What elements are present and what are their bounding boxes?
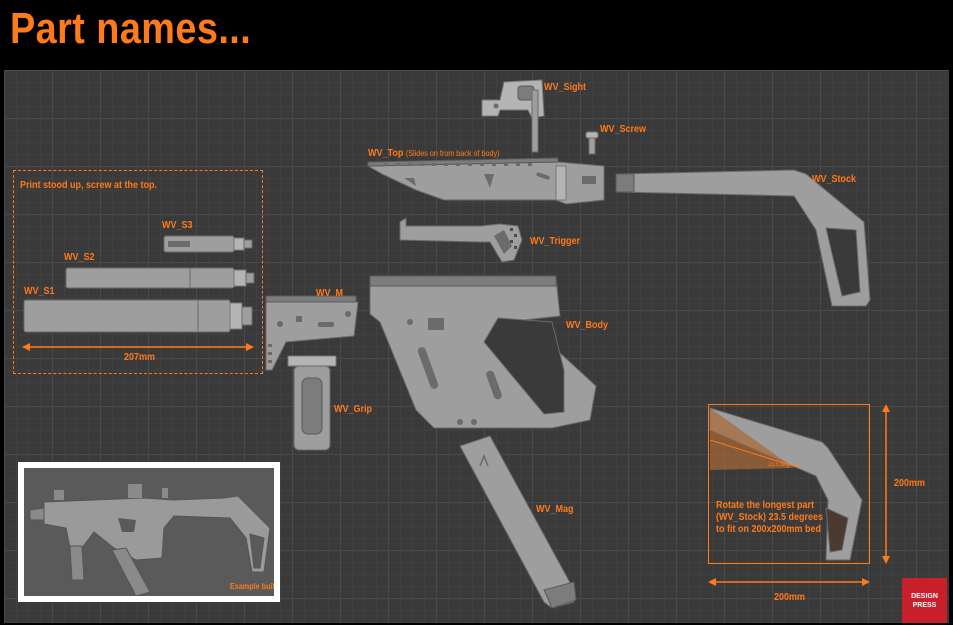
wv-s3-part xyxy=(163,235,253,253)
label-wv-top: WV_Top (Slides on from back of body) xyxy=(368,148,499,159)
brand-logo-line-2: PRESS xyxy=(912,602,937,609)
label-wv-s3: WV_S3 xyxy=(162,220,193,231)
label-wv-s1: WV_S1 xyxy=(24,286,55,297)
dimension-arrow-bed-width xyxy=(708,578,870,586)
label-wv-mag: WV_Mag xyxy=(536,504,574,515)
dimension-arrow-207 xyxy=(22,343,254,351)
parts-drawing xyxy=(22,79,890,609)
rotation-angle-label: 23.5 deg xyxy=(768,462,790,468)
rotation-note: Rotate the longest part (WV_Stock) 23.5 … xyxy=(716,500,823,536)
suppressor-print-box xyxy=(13,170,263,374)
wv-body-part xyxy=(369,275,597,429)
wv-s1-part xyxy=(23,299,253,333)
bed-width-label: 200mm xyxy=(774,592,806,603)
example-build-caption: Example build xyxy=(230,582,274,591)
dimension-arrow-bed-height xyxy=(882,404,890,564)
wv-s2-part xyxy=(65,267,255,289)
rotation-note-line-1: Rotate the longest part xyxy=(716,500,815,511)
wv-screw-part xyxy=(585,131,599,155)
bed-stock-rotated xyxy=(709,407,863,561)
brand-logo-line-1: DESIGN xyxy=(911,593,938,600)
brand-logo: DESIGN PRESS xyxy=(902,578,947,623)
label-wv-body: WV_Body xyxy=(566,320,609,331)
label-wv-sight: WV_Sight xyxy=(544,82,587,93)
example-build-image: Example build xyxy=(24,468,274,596)
rotation-note-line-2: (WV_Stock) 23.5 degrees xyxy=(716,512,824,523)
diagram-board: WV_Sight WV_Screw WV_Top (Slides on from… xyxy=(4,70,949,623)
wv-grip-part xyxy=(287,355,337,451)
label-wv-grip: WV_Grip xyxy=(334,404,373,415)
label-wv-s2: WV_S2 xyxy=(64,252,95,263)
example-build-drawing xyxy=(29,484,271,596)
suppressor-print-note: Print stood up, screw at the top. xyxy=(20,180,158,191)
label-wv-screw: WV_Screw xyxy=(600,124,647,135)
suppressor-dimension-label: 207mm xyxy=(124,352,156,363)
label-wv-m: WV_M xyxy=(316,288,343,299)
print-bed-outline xyxy=(708,404,870,564)
rotation-note-line-3: to fit on 200x200mm bed xyxy=(716,524,822,535)
wv-sight-part xyxy=(481,79,545,153)
wv-top-part xyxy=(366,157,605,205)
wv-trigger-part xyxy=(399,217,523,263)
bed-height-label: 200mm xyxy=(894,478,926,489)
label-wv-stock: WV_Stock xyxy=(812,174,857,185)
page-title: Part names... xyxy=(10,4,252,53)
label-wv-top-name: WV_Top xyxy=(368,148,404,159)
wv-stock-part xyxy=(615,169,871,307)
example-build-frame: Example build xyxy=(18,462,280,602)
label-wv-trigger: WV_Trigger xyxy=(530,236,581,247)
label-wv-top-note: (Slides on from back of body) xyxy=(405,149,500,158)
wv-mag-part xyxy=(459,435,577,609)
wv-m-part xyxy=(265,295,359,371)
